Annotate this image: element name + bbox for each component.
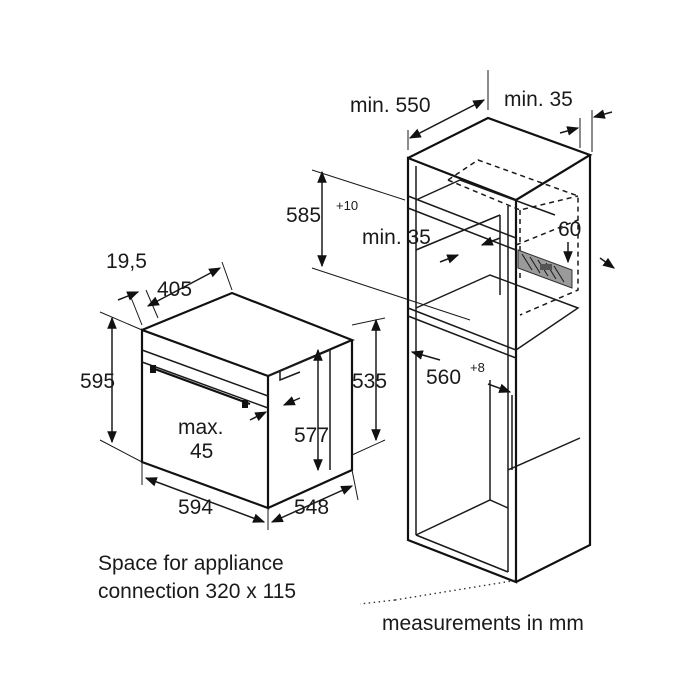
label-max: max.: [178, 416, 224, 439]
label-577: 577: [294, 424, 329, 447]
label-19-5: 19,5: [106, 250, 147, 273]
tall-cabinet: [406, 116, 593, 584]
caption-units: measurements in mm: [382, 612, 584, 635]
caption-space-line2: connection 320 x 115: [98, 580, 296, 603]
label-560: 560: [426, 366, 461, 389]
vent-slot: [517, 249, 573, 289]
label-min-550: min. 550: [350, 94, 431, 117]
label-585: 585: [286, 204, 321, 227]
connection-leader: [394, 579, 519, 601]
caption-space-line1: Space for appliance: [98, 552, 284, 575]
label-594: 594: [178, 496, 213, 519]
label-535: 535: [352, 370, 387, 393]
label-min-35-top: min. 35: [504, 88, 573, 111]
label-405: 405: [157, 278, 192, 301]
label-560-tolerance: +8: [470, 360, 485, 375]
label-585-tolerance: +10: [336, 198, 358, 213]
label-548: 548: [294, 496, 329, 519]
dimension-lines: [99, 70, 615, 530]
label-45: 45: [190, 440, 213, 463]
label-min-35-mid: min. 35: [362, 226, 431, 249]
captions: Space for appliance connection 320 x 115…: [98, 552, 584, 635]
dimension-labels: min. 550 min. 35 585 +10 min. 35 60 560 …: [80, 88, 581, 519]
oven: [140, 291, 355, 510]
label-595: 595: [80, 370, 115, 393]
label-60: 60: [558, 218, 581, 241]
